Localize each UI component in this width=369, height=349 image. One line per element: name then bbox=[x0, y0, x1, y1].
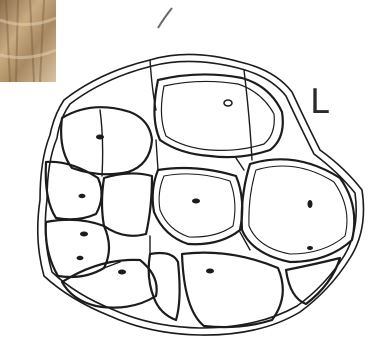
photo-inset bbox=[0, 0, 56, 82]
panel-label: L bbox=[310, 82, 329, 122]
scratch-mark bbox=[158, 8, 172, 28]
nucleus bbox=[77, 256, 84, 260]
nucleus bbox=[308, 200, 313, 208]
nucleus bbox=[79, 194, 86, 198]
cell-walls bbox=[46, 60, 355, 327]
cell-nuclei bbox=[77, 100, 314, 275]
cell-upper-left bbox=[61, 107, 152, 174]
nucleus bbox=[307, 246, 313, 250]
cell-lower-left bbox=[46, 220, 109, 277]
nucleus bbox=[118, 270, 126, 275]
cell-bottom-center bbox=[182, 253, 283, 328]
nucleus bbox=[80, 232, 88, 237]
cell-left-mid bbox=[46, 162, 102, 220]
nucleus bbox=[224, 100, 232, 106]
cell-right-bottom bbox=[286, 258, 340, 304]
cell-upper-mid bbox=[102, 173, 152, 235]
nucleus bbox=[206, 269, 214, 274]
cell-bottom-mid bbox=[149, 253, 180, 320]
nucleus bbox=[96, 135, 104, 140]
nucleus bbox=[192, 199, 200, 204]
cell-center bbox=[153, 168, 243, 244]
